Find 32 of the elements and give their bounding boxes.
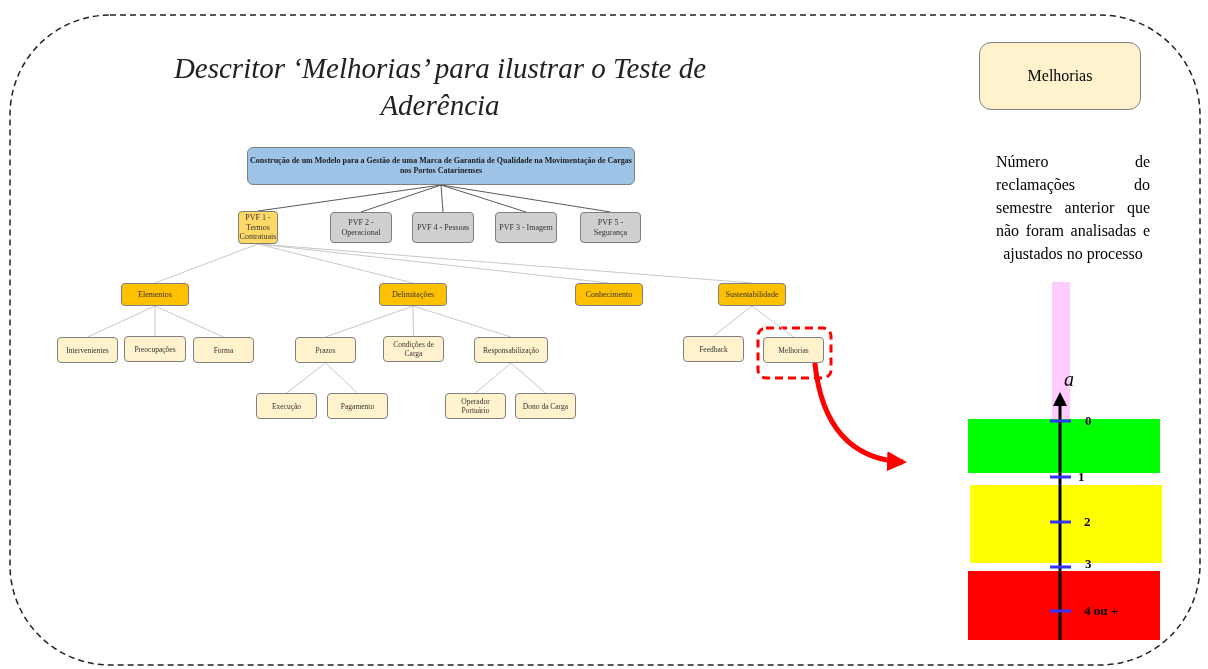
connector-line [751,305,794,338]
scale-label: 1 [1078,469,1085,485]
connector-line [510,362,546,394]
category-box: PVF 1 - Termos Contratuais [238,211,278,244]
descriptor-box: Melhorias [979,42,1141,110]
connector-line [286,362,326,394]
connector-line [87,305,156,338]
title: Descritor ‘Melhorias’ para ilustrar o Teste de Aderência [172,51,708,123]
connector-line [713,305,753,337]
connector-line [440,184,444,213]
axis-label: a [1064,368,1074,391]
category-box: PVF 2 - Operacional [330,212,392,243]
root-box: Construção de um Modelo para a Gestão de uma Marca de Garantia de Qualidade na Movimentação de Cargas nos Portos Catarinenses [247,147,635,185]
connector-line [325,362,358,394]
criterion-box: Elementos [121,283,189,306]
connector-line [360,184,442,213]
connector-line [325,305,414,338]
criterion-box: Conhecimento [575,283,643,306]
scale-label: 2 [1084,514,1091,530]
category-box: PVF 3 - Imagem [495,212,557,243]
connector-line [475,362,512,394]
category-box: PVF 5 - Segurança [580,212,641,243]
scale-label: 4 ou + [1084,603,1119,619]
arrow [812,362,907,471]
criterion-box: Delimitações [379,283,447,306]
connector-line [154,243,259,284]
category-box: PVF 4 - Pessoas [412,212,474,243]
description-text: Número de reclamações do semestre anterior que não foram analisadas e ajustados no processo [996,152,1150,265]
connector-line [154,305,224,338]
connector-line [412,305,512,338]
connector-line [412,305,414,337]
criterion-box: Sustentabilidade [718,283,786,306]
